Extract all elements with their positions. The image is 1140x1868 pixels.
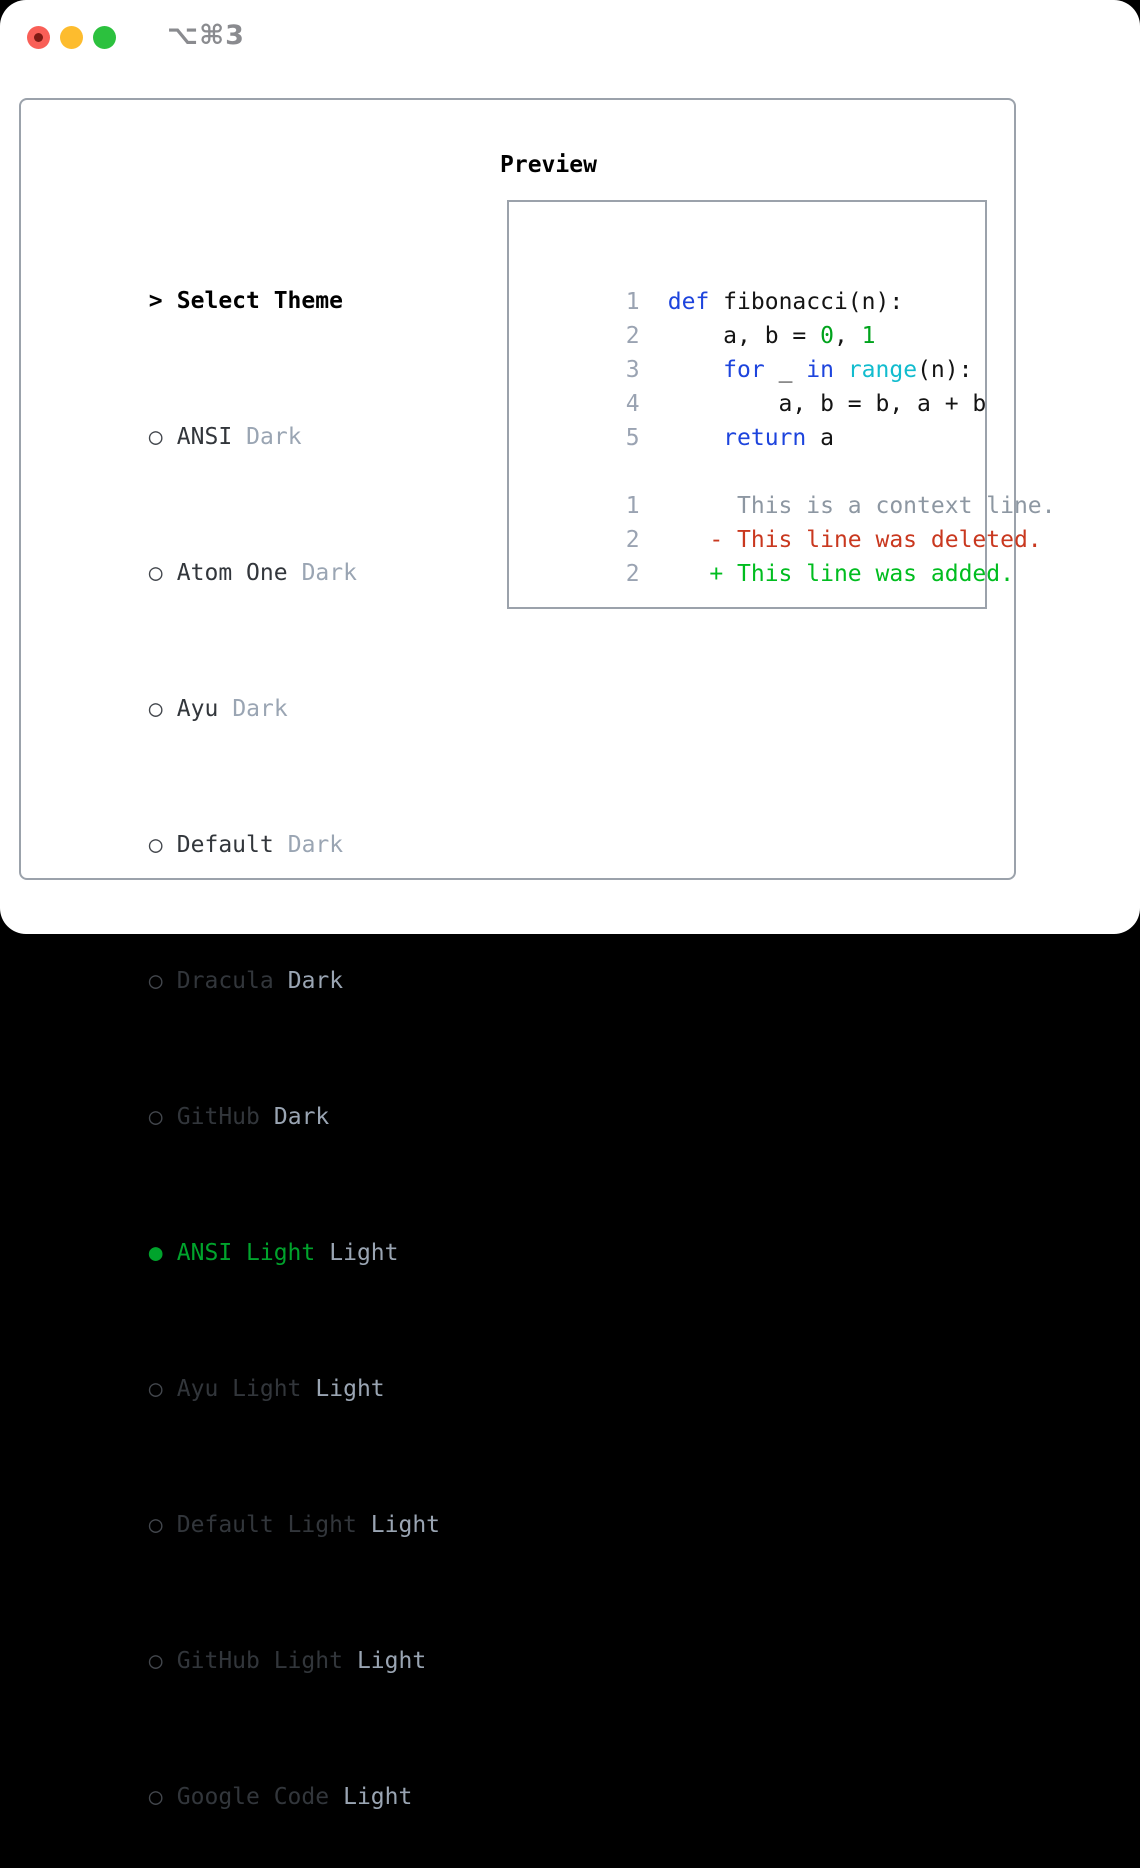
radio-selected-icon: ● [148, 1240, 163, 1266]
radio-icon: ○ [148, 1376, 163, 1402]
radio-icon: ○ [148, 1784, 163, 1810]
radio-icon: ○ [148, 1512, 163, 1538]
theme-option-ansi-dark[interactable]: ○ ANSI Dark [38, 386, 440, 450]
radio-icon: ○ [148, 1648, 163, 1674]
theme-variant-tag: Dark [301, 560, 357, 586]
focus-caret: > [148, 288, 163, 314]
radio-icon: ○ [148, 968, 163, 994]
line-number: 5 [625, 425, 640, 451]
code-line-2: 2 a, b = 0, 1 [515, 285, 985, 349]
line-number: 3 [625, 357, 640, 383]
diff-added-line: 2 + This line was added. [515, 523, 1014, 587]
theme-name: Atom One [176, 560, 288, 586]
code-token [668, 425, 723, 451]
number-token: 1 [861, 323, 876, 349]
code-line-1: 1 def fibonacci(n): [515, 251, 985, 315]
theme-variant-tag: Dark [246, 424, 302, 450]
theme-name: GitHub Light [176, 1648, 343, 1674]
theme-name: ANSI [176, 424, 233, 450]
keyword-token: in [806, 357, 834, 383]
theme-name: ANSI Light [176, 1240, 316, 1266]
code-token [668, 357, 723, 383]
theme-option-ayu-light[interactable]: ○ Ayu Light Light [38, 1338, 440, 1402]
line-number: 1 [625, 289, 640, 315]
diff-context-line: 1 This is a context line. [515, 455, 1056, 519]
keyword-token: for [723, 357, 765, 383]
code-token: fibonacci(n): [709, 289, 904, 315]
theme-name: Default [176, 832, 274, 858]
number-token: 0 [820, 323, 834, 349]
theme-option-google-code[interactable]: ○ Google Code Light [38, 1746, 440, 1810]
theme-name: Dracula [176, 968, 274, 994]
select-theme-title: Select Theme [176, 288, 343, 314]
theme-variant-tag: Dark [273, 1104, 330, 1130]
close-button[interactable] [27, 26, 50, 49]
keyword-token: return [723, 425, 807, 451]
code-token [834, 357, 848, 383]
theme-option-default-light[interactable]: ○ Default Light Light [38, 1474, 440, 1538]
select-theme-header-row: > Select Theme [38, 250, 440, 314]
line-number: 2 [625, 527, 640, 553]
theme-name: Ayu Light [176, 1376, 302, 1402]
diff-context-text: This is a context line. [667, 493, 1056, 519]
code-token: , [833, 323, 862, 349]
radio-icon: ○ [148, 424, 163, 450]
radio-icon: ○ [148, 1104, 163, 1130]
theme-option-github-dark[interactable]: ○ GitHub Dark [38, 1066, 440, 1130]
diff-added-text: + This line was added. [667, 561, 1014, 587]
theme-option-ayu-dark[interactable]: ○ Ayu Dark [38, 658, 440, 722]
diff-deleted-line: 2 - This line was deleted. [515, 489, 1042, 553]
theme-option-ansi-light[interactable]: ● ANSI Light Light [38, 1202, 440, 1266]
theme-variant-tag: Light [315, 1376, 385, 1402]
preview-title: Preview [500, 152, 597, 178]
code-token: a, b = b, a + b [667, 391, 987, 417]
code-token: (n): [917, 357, 973, 383]
window-titlebar: ⌥⌘3 [0, 0, 1140, 75]
code-line-4: 4 a, b = b, a + b [515, 353, 987, 417]
theme-variant-tag: Dark [232, 696, 288, 722]
window-shortcut-label: ⌥⌘3 [167, 20, 245, 51]
builtin-token: range [847, 357, 918, 383]
theme-variant-tag: Dark [287, 832, 344, 858]
theme-preview-pane: 1 def fibonacci(n): 2 a, b = 0, 1 3 for _… [507, 200, 1056, 609]
theme-variant-tag: Light [356, 1648, 427, 1674]
code-token: a [806, 425, 834, 451]
line-number: 1 [625, 493, 640, 519]
radio-icon: ○ [148, 560, 163, 586]
line-number: 2 [625, 323, 640, 349]
theme-option-default-dark[interactable]: ○ Default Dark [38, 794, 440, 858]
theme-name: Ayu [176, 696, 219, 722]
theme-name: GitHub [176, 1104, 260, 1130]
code-line-5: 5 return a [515, 387, 985, 451]
theme-variant-tag: Dark [287, 968, 344, 994]
zoom-button[interactable] [93, 26, 116, 49]
diff-deleted-text: - This line was deleted. [667, 527, 1042, 553]
theme-variant-tag: Light [370, 1512, 441, 1538]
code-token: a, b = [667, 323, 821, 349]
theme-variant-tag: Light [343, 1784, 413, 1810]
line-number: 2 [625, 561, 640, 587]
radio-icon: ○ [148, 832, 163, 858]
theme-option-dracula-dark[interactable]: ○ Dracula Dark [38, 930, 440, 994]
theme-name: Google Code [176, 1784, 330, 1810]
code-line-3: 3 for _ in range(n): [515, 319, 985, 383]
minimize-button[interactable] [60, 26, 83, 49]
code-token: _ [764, 357, 807, 383]
theme-name: Default Light [176, 1512, 357, 1538]
theme-option-atom-one-dark[interactable]: ○ Atom One Dark [38, 522, 440, 586]
theme-variant-tag: Light [329, 1240, 399, 1266]
theme-option-github-light[interactable]: ○ GitHub Light Light [38, 1610, 440, 1674]
line-number: 4 [625, 391, 640, 417]
radio-icon: ○ [148, 696, 163, 722]
keyword-token: def [667, 289, 710, 315]
